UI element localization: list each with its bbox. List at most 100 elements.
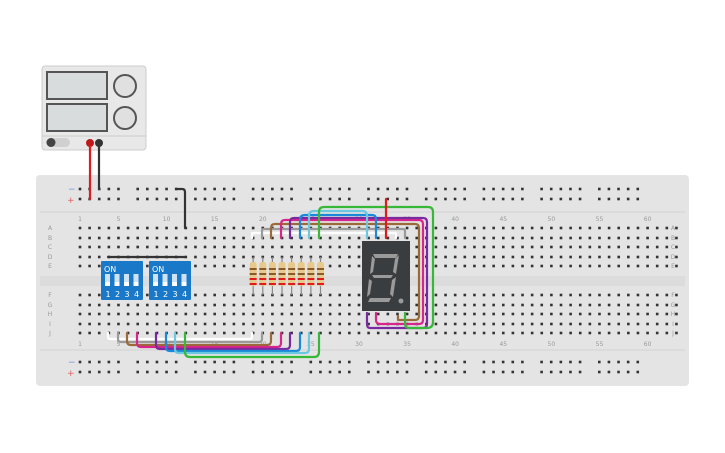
rail-hole[interactable] bbox=[626, 370, 630, 374]
hole[interactable] bbox=[511, 322, 515, 326]
hole[interactable] bbox=[242, 322, 245, 326]
hole[interactable] bbox=[636, 331, 640, 335]
hole[interactable] bbox=[559, 255, 563, 259]
hole[interactable] bbox=[501, 236, 505, 240]
hole[interactable] bbox=[578, 303, 582, 307]
hole[interactable] bbox=[665, 303, 669, 307]
hole[interactable] bbox=[348, 312, 351, 316]
hole[interactable] bbox=[627, 226, 630, 230]
hole[interactable] bbox=[473, 236, 476, 240]
hole[interactable] bbox=[232, 264, 236, 268]
dip-toggle[interactable] bbox=[162, 274, 168, 286]
wire-white-bottom[interactable] bbox=[106, 331, 254, 341]
hole[interactable] bbox=[463, 226, 467, 230]
rail-hole[interactable] bbox=[396, 360, 399, 364]
rail-hole[interactable] bbox=[463, 370, 466, 374]
hole[interactable] bbox=[646, 331, 649, 335]
hole[interactable] bbox=[588, 226, 592, 230]
hole[interactable] bbox=[97, 236, 101, 240]
rail-hole[interactable] bbox=[117, 187, 120, 191]
hole[interactable] bbox=[665, 331, 669, 335]
hole[interactable] bbox=[213, 255, 216, 259]
hole[interactable] bbox=[348, 303, 351, 307]
hole[interactable] bbox=[588, 245, 592, 249]
hole[interactable] bbox=[617, 293, 621, 297]
hole[interactable] bbox=[646, 255, 649, 259]
hole[interactable] bbox=[521, 245, 524, 249]
hole[interactable] bbox=[415, 236, 418, 240]
hole[interactable] bbox=[126, 322, 130, 326]
rail-hole[interactable] bbox=[578, 187, 582, 191]
hole[interactable] bbox=[97, 264, 101, 268]
hole[interactable] bbox=[511, 226, 515, 230]
hole[interactable] bbox=[569, 303, 572, 307]
rail-hole[interactable] bbox=[434, 370, 438, 374]
hole[interactable] bbox=[174, 226, 178, 230]
rail-hole[interactable] bbox=[203, 370, 207, 374]
hole[interactable] bbox=[434, 303, 438, 307]
hole[interactable] bbox=[194, 331, 197, 335]
rail-hole[interactable] bbox=[636, 187, 640, 191]
voltage-knob[interactable] bbox=[113, 74, 137, 98]
hole[interactable] bbox=[155, 226, 159, 230]
hole[interactable] bbox=[578, 293, 582, 297]
seven-segment-display[interactable] bbox=[362, 241, 410, 311]
hole[interactable] bbox=[627, 264, 630, 268]
hole[interactable] bbox=[232, 303, 236, 307]
rail-hole[interactable] bbox=[203, 187, 207, 191]
hole[interactable] bbox=[598, 303, 601, 307]
hole[interactable] bbox=[107, 226, 111, 230]
hole[interactable] bbox=[309, 245, 313, 249]
hole[interactable] bbox=[328, 264, 332, 268]
hole[interactable] bbox=[463, 245, 467, 249]
hole[interactable] bbox=[665, 236, 669, 240]
hole[interactable] bbox=[530, 322, 534, 326]
hole[interactable] bbox=[367, 236, 370, 240]
resistor[interactable] bbox=[259, 257, 267, 295]
hole[interactable] bbox=[559, 293, 563, 297]
rail-hole[interactable] bbox=[626, 187, 630, 191]
dip-toggle[interactable] bbox=[133, 274, 139, 286]
wire-magenta-bottom[interactable] bbox=[135, 331, 283, 349]
hole[interactable] bbox=[357, 303, 361, 307]
rail-hole[interactable] bbox=[367, 197, 370, 201]
hole[interactable] bbox=[136, 312, 140, 316]
hole[interactable] bbox=[338, 255, 342, 259]
hole[interactable] bbox=[588, 303, 592, 307]
hole[interactable] bbox=[328, 245, 332, 249]
hole[interactable] bbox=[588, 255, 592, 259]
hole[interactable] bbox=[357, 322, 361, 326]
hole[interactable] bbox=[569, 293, 572, 297]
rail-hole[interactable] bbox=[569, 370, 572, 374]
rail-hole[interactable] bbox=[482, 360, 486, 364]
rail-hole[interactable] bbox=[396, 197, 399, 201]
rail-hole[interactable] bbox=[386, 360, 390, 364]
hole[interactable] bbox=[578, 236, 582, 240]
hole[interactable] bbox=[511, 255, 515, 259]
rail-hole[interactable] bbox=[251, 370, 255, 374]
dip-toggle[interactable] bbox=[124, 274, 129, 286]
hole[interactable] bbox=[569, 264, 572, 268]
rail-hole[interactable] bbox=[501, 360, 505, 364]
hole[interactable] bbox=[146, 264, 149, 268]
hole[interactable] bbox=[165, 236, 168, 240]
hole[interactable] bbox=[223, 293, 226, 297]
hole[interactable] bbox=[627, 331, 630, 335]
hole[interactable] bbox=[482, 312, 486, 316]
rail-hole[interactable] bbox=[424, 370, 428, 374]
hole[interactable] bbox=[242, 255, 245, 259]
hole[interactable] bbox=[290, 236, 293, 240]
hole[interactable] bbox=[530, 312, 534, 316]
hole[interactable] bbox=[569, 226, 572, 230]
hole[interactable] bbox=[434, 312, 438, 316]
hole[interactable] bbox=[319, 331, 322, 335]
hole[interactable] bbox=[97, 245, 101, 249]
rail-hole[interactable] bbox=[444, 187, 447, 191]
rail-hole[interactable] bbox=[174, 370, 178, 374]
rail-hole[interactable] bbox=[261, 360, 265, 364]
hole[interactable] bbox=[242, 312, 245, 316]
hole[interactable] bbox=[540, 264, 544, 268]
rail-hole[interactable] bbox=[319, 187, 322, 191]
hole[interactable] bbox=[463, 236, 467, 240]
hole[interactable] bbox=[271, 236, 274, 240]
